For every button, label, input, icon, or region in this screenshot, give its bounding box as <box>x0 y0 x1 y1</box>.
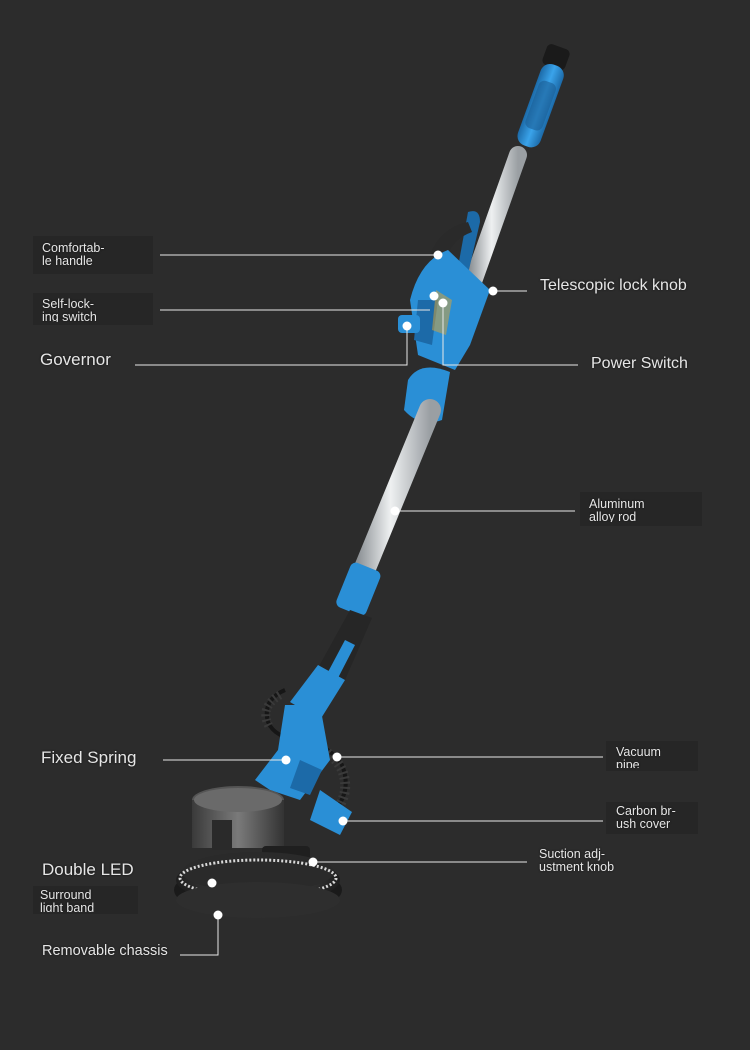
callout-line-chassis <box>180 915 219 956</box>
sanding-pad <box>174 852 342 918</box>
dot-fixed-spring <box>281 755 291 765</box>
dot-telescopic <box>488 286 498 296</box>
end-cap <box>542 44 570 71</box>
label-carbon-brush-cover: Carbon br- ush cover <box>616 805 676 829</box>
label-aluminum-rod: Aluminum alloy rod <box>589 498 645 522</box>
lower-rod <box>347 399 441 596</box>
callout-line-governor <box>135 326 408 366</box>
callout-dots <box>207 250 498 920</box>
label-vacuum-pipe: Vacuum pipe <box>616 746 661 768</box>
dot-suction <box>308 857 318 867</box>
upper-rod <box>461 146 527 299</box>
label-fixed-spring: Fixed Spring <box>41 748 137 767</box>
label-telescopic-lock-knob: Telescopic lock knob <box>540 277 687 294</box>
label-double-led: Double LED <box>42 860 134 879</box>
motor-housing <box>192 786 310 868</box>
lower-collar <box>336 562 381 616</box>
dot-aluminum <box>390 506 400 516</box>
sander-illustration <box>174 44 570 918</box>
dot-vacuum <box>332 752 342 762</box>
label-suction-adjustment-knob: Suction adj- ustment knob <box>539 847 615 874</box>
label-self-locking-switch: Self-lock- ing switch <box>42 298 97 322</box>
label-removable-chassis: Removable chassis <box>42 943 168 959</box>
label-comfortable-handle: Comfortab- le handle <box>42 241 105 268</box>
dot-carbon <box>338 816 348 826</box>
label-power-switch: Power Switch <box>591 355 688 372</box>
label-surround-light-band: Surround light band <box>40 889 95 912</box>
dot-chassis <box>213 910 223 920</box>
dot-handle <box>433 250 443 260</box>
dot-led <box>207 878 217 888</box>
dot-self-locking <box>429 291 439 301</box>
callout-line-power <box>442 303 578 366</box>
handle-housing <box>398 211 490 423</box>
label-governor: Governor <box>40 350 111 369</box>
dot-governor <box>402 321 412 331</box>
callout-lines <box>135 254 603 956</box>
dot-power <box>438 298 448 308</box>
top-grip <box>517 63 564 148</box>
